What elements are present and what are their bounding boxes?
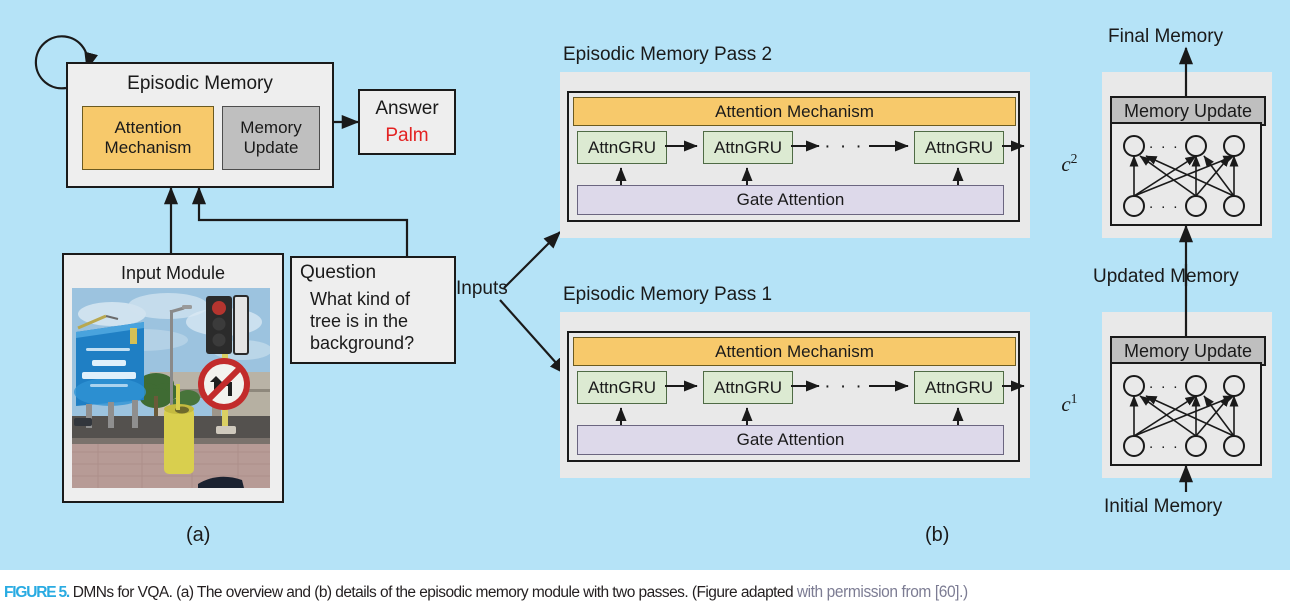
pass2-memory-update-title: Memory Update: [1123, 100, 1253, 121]
pass2-internal-arrows: [615, 140, 1025, 185]
pass2-frame: Attention Mechanism AttnGRU AttnGRU · · …: [567, 91, 1025, 222]
svg-text:· · ·: · · ·: [1149, 378, 1180, 395]
pass2-attngru-1-label: AttnGRU: [587, 137, 657, 157]
pass1-memory-update-title-bar[interactable]: Memory Update: [1110, 336, 1266, 366]
pass2-c-letter: c: [1061, 152, 1071, 176]
inputs-label: Inputs: [456, 278, 508, 299]
answer-value: Palm: [385, 125, 429, 146]
pass1-frame: Attention Mechanism AttnGRU AttnGRU · · …: [567, 331, 1025, 462]
caption-body: DMNs for VQA. (a) The overview and (b) d…: [72, 584, 794, 601]
billboard: [74, 314, 146, 428]
figure-caption: FIGURE 5. DMNs for VQA. (a) The overview…: [0, 570, 1290, 615]
pass1-gate-attention-label: Gate Attention: [736, 430, 845, 449]
pass1-context-symbol: c1: [1038, 367, 1078, 441]
pass1-attngru-2-label: AttnGRU: [713, 377, 783, 397]
pass1-memory-network: · · · · · ·: [1110, 362, 1262, 466]
pass2-title: Episodic Memory Pass 2: [563, 44, 773, 65]
attention-mechanism-block[interactable]: Attention Mechanism: [82, 106, 214, 170]
pass1-attngru-1-label: AttnGRU: [587, 377, 657, 397]
memory-flow-arrows: [1178, 46, 1194, 492]
figure-number: FIGURE 5.: [4, 584, 70, 601]
pass1-attention-header[interactable]: Attention Mechanism: [573, 337, 1016, 366]
pass1-ellipsis: · · ·: [824, 375, 864, 397]
panel-a-connectors: [34, 35, 567, 375]
episodic-memory-block: Episodic Memory Attention Mechanism Memo…: [66, 62, 334, 188]
pass1-gate-attention[interactable]: Gate Attention: [577, 425, 1004, 455]
pass2-gate-attention-label: Gate Attention: [736, 190, 845, 209]
updated-memory-label: Updated Memory: [1093, 266, 1239, 287]
question-text: What kind of tree is in the background?: [310, 289, 415, 353]
pass2-attngru-3[interactable]: AttnGRU: [914, 131, 1004, 164]
pass2-context-symbol: c2: [1038, 127, 1078, 201]
figure-canvas: Episodic Memory Attention Mechanism Memo…: [0, 0, 1290, 570]
pass2-gate-attention[interactable]: Gate Attention: [577, 185, 1004, 215]
attention-mechanism-label: Attention Mechanism: [104, 118, 192, 157]
pass1-c-letter: c: [1061, 392, 1071, 416]
arrow-inputs-to-pass1: [499, 299, 567, 375]
self-loop-arrow: [34, 35, 98, 90]
svg-text:· · ·: · · ·: [1149, 438, 1180, 455]
pass2-attention-header[interactable]: Attention Mechanism: [573, 97, 1016, 126]
input-module-block: Input Module: [62, 253, 284, 503]
arrow-question-to-memory: [191, 186, 409, 256]
pass2-attngru-2-label: AttnGRU: [713, 137, 783, 157]
pass1-memory-update-title: Memory Update: [1123, 340, 1253, 361]
question-title: Question: [300, 262, 377, 283]
caption-glitched-tail: with permission from [60].): [796, 583, 968, 602]
initial-memory-label: Initial Memory: [1104, 496, 1223, 517]
svg-text:· · ·: · · ·: [1149, 138, 1180, 155]
answer-block: Answer Palm: [358, 89, 456, 155]
no-left-turn-sign: [198, 358, 250, 410]
final-memory-label: Final Memory: [1108, 26, 1224, 47]
pass1-title: Episodic Memory Pass 1: [563, 284, 773, 305]
svg-text:· · ·: · · ·: [1149, 198, 1180, 215]
pass2-attngru-2[interactable]: AttnGRU: [703, 131, 793, 164]
question-block: Question What kind of tree is in the bac…: [290, 256, 456, 364]
pass2-attention-header-label: Attention Mechanism: [715, 101, 874, 121]
caption-line: FIGURE 5. DMNs for VQA. (a) The overview…: [4, 583, 1286, 602]
arrow-inputs-to-pass2: [503, 231, 561, 289]
pass1-attngru-3[interactable]: AttnGRU: [914, 371, 1004, 404]
pass2-attngru-3-label: AttnGRU: [924, 137, 994, 157]
episodic-memory-title: Episodic Memory: [127, 73, 273, 94]
input-photo: [72, 288, 270, 488]
pass1-attention-header-label: Attention Mechanism: [715, 341, 874, 361]
pass1-c-exponent: 1: [1070, 391, 1078, 406]
pass1-attngru-2[interactable]: AttnGRU: [703, 371, 793, 404]
memory-update-label: Memory Update: [240, 118, 302, 157]
pass2-memory-network: · · · · · ·: [1110, 122, 1262, 226]
pass2-attngru-1[interactable]: AttnGRU: [577, 131, 667, 164]
panel-b-label: (b): [925, 524, 950, 546]
pass1-memory-graph: · · · · · ·: [1123, 375, 1245, 457]
input-module-title: Input Module: [120, 262, 226, 283]
pass2-memory-graph: · · · · · ·: [1123, 135, 1245, 217]
trash-bin: [164, 384, 194, 474]
answer-title: Answer: [375, 98, 439, 119]
panel-a-label: (a): [186, 524, 211, 546]
pass1-attngru-3-label: AttnGRU: [924, 377, 994, 397]
pass2-c-exponent: 2: [1070, 151, 1078, 166]
pass1-attngru-1[interactable]: AttnGRU: [577, 371, 667, 404]
memory-update-block[interactable]: Memory Update: [222, 106, 320, 170]
pass2-ellipsis: · · ·: [824, 135, 864, 157]
pass1-internal-arrows: [615, 380, 1025, 425]
